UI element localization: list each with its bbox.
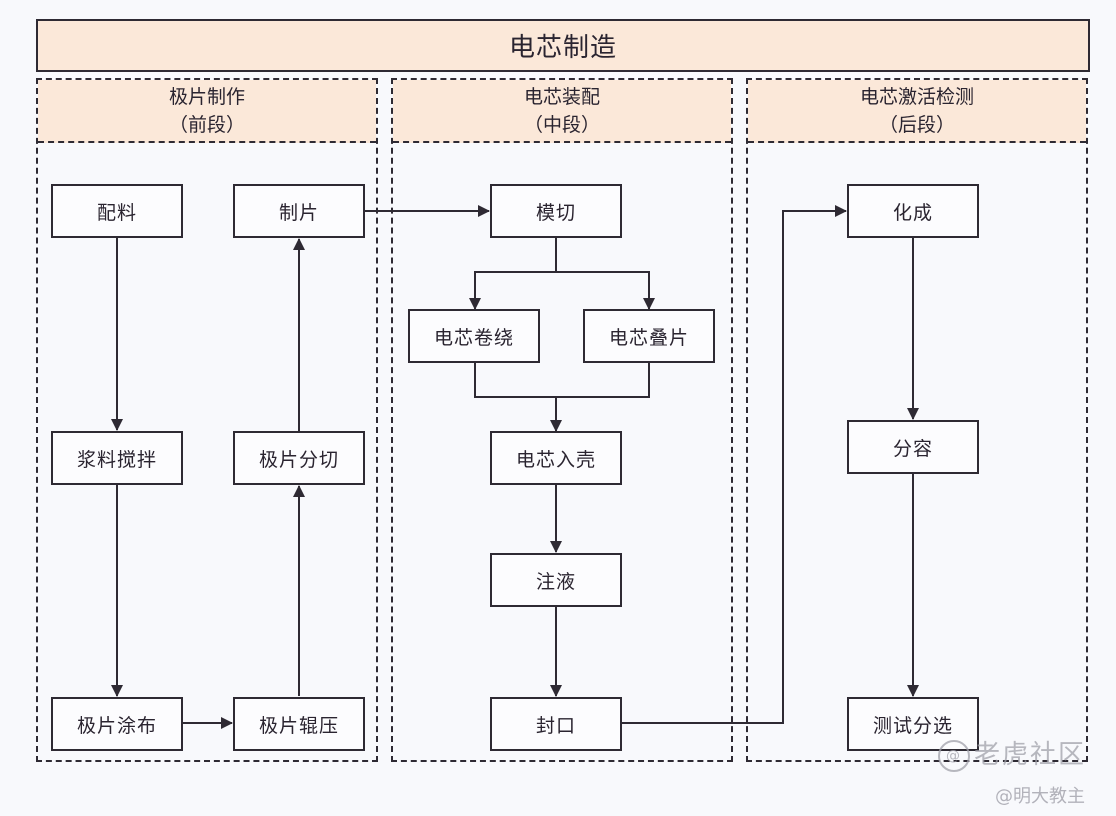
community-watermark: @老虎社区 — [938, 734, 1086, 772]
step-label: 极片辊压 — [258, 714, 339, 737]
step-ruke: 电芯入壳 — [490, 431, 622, 485]
step-label: 极片涂布 — [76, 714, 157, 737]
step-fengkou: 封口 — [490, 697, 622, 751]
step-fenqie: 极片分切 — [233, 431, 365, 485]
step-label: 配料 — [96, 201, 137, 224]
stage-front-header: 极片制作 （前段） — [38, 80, 376, 143]
step-label: 浆料搅拌 — [76, 448, 157, 471]
step-gunya: 极片辊压 — [233, 697, 365, 751]
step-label: 注液 — [535, 570, 576, 593]
step-label: 电芯卷绕 — [433, 326, 514, 349]
diagram-title: 电芯制造 — [36, 19, 1090, 72]
step-label: 分容 — [892, 437, 933, 460]
step-peiliao: 配料 — [51, 184, 183, 238]
step-label: 化成 — [892, 201, 933, 224]
author-watermark: @明大教主 — [995, 786, 1085, 807]
stage-front-sub: （前段） — [168, 113, 245, 136]
community-logo-icon: @ — [938, 739, 970, 772]
stage-back-name: 电芯激活检测 — [859, 85, 974, 108]
community-watermark-text: 老虎社区 — [974, 740, 1087, 770]
step-tubu: 极片涂布 — [51, 697, 183, 751]
stage-back-sub: （后段） — [878, 113, 955, 136]
step-diepian: 电芯叠片 — [583, 309, 715, 363]
stage-middle-header: 电芯装配 （中段） — [393, 80, 731, 143]
step-label: 测试分选 — [872, 714, 953, 737]
step-huacheng: 化成 — [847, 184, 979, 238]
step-jiangliao: 浆料搅拌 — [51, 431, 183, 485]
step-juanrao: 电芯卷绕 — [408, 309, 540, 363]
step-label: 电芯叠片 — [608, 326, 689, 349]
step-label: 电芯入壳 — [515, 448, 596, 471]
stage-back-header: 电芯激活检测 （后段） — [748, 80, 1086, 143]
step-fenrong: 分容 — [847, 420, 979, 474]
stage-middle-name: 电芯装配 — [523, 85, 600, 108]
step-zhuye: 注液 — [490, 553, 622, 607]
step-zhipian: 制片 — [233, 184, 365, 238]
stage-front: 极片制作 （前段） — [36, 78, 378, 762]
step-label: 极片分切 — [258, 448, 339, 471]
stage-front-name: 极片制作 — [168, 85, 245, 108]
step-label: 封口 — [535, 714, 576, 737]
step-label: 模切 — [535, 201, 576, 224]
stage-middle-sub: （中段） — [523, 113, 600, 136]
step-label: 制片 — [278, 201, 319, 224]
stage-middle: 电芯装配 （中段） — [391, 78, 733, 762]
step-moqie: 模切 — [490, 184, 622, 238]
